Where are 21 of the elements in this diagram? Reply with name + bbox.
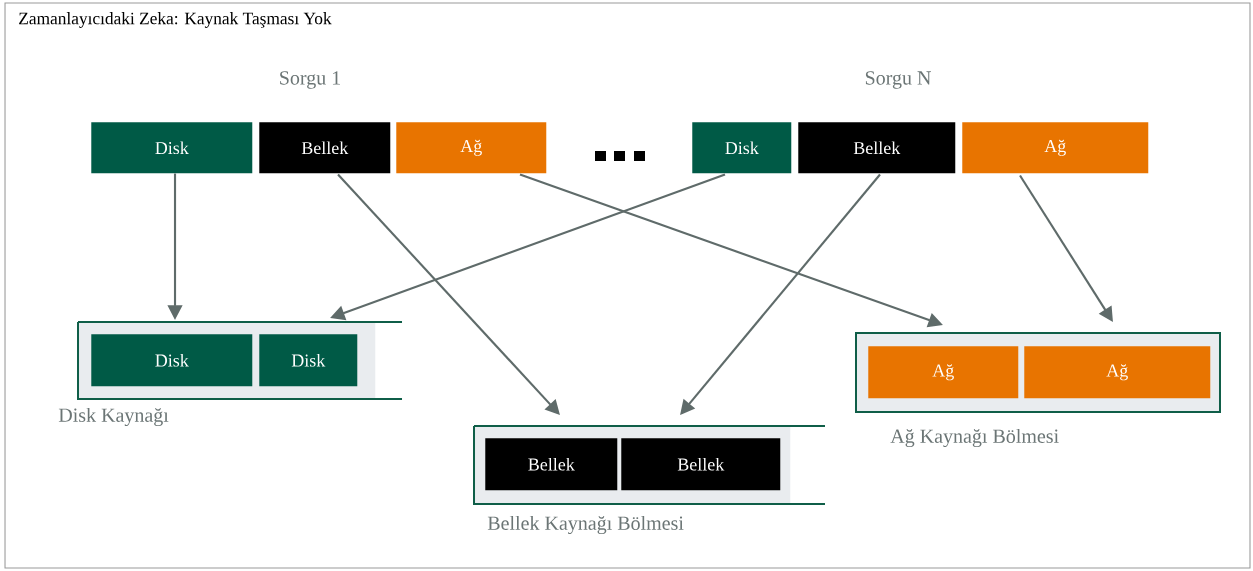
title: Zamanlayıcıdaki Zeka: Kaynak Taşması Yok xyxy=(19,12,332,28)
node-label: Ağ Kaynağı Bölmesi xyxy=(890,428,1059,448)
resource-box: Bellek xyxy=(621,438,781,491)
node-label: Disk Kaynağı xyxy=(58,407,169,427)
resource-box: Ağ xyxy=(1024,346,1211,399)
resource-box: Bellek xyxy=(485,438,618,491)
resource-box: Bellek xyxy=(259,122,391,174)
arrow xyxy=(1019,174,1113,322)
resource-box: Bellek xyxy=(798,122,956,174)
query-label: Sorgu 1 xyxy=(280,71,340,89)
resource-box: Disk xyxy=(91,334,253,387)
resource-box: Ağ xyxy=(868,346,1019,399)
resource-box: Disk xyxy=(692,122,792,174)
resource-box: Disk xyxy=(259,334,358,387)
query-label: Sorgu N xyxy=(865,71,931,89)
arrow xyxy=(680,173,881,415)
arrow xyxy=(337,173,560,415)
resource-box: Disk xyxy=(91,122,253,174)
resource-box: Ağ xyxy=(962,122,1149,174)
node-label: Bellek Kaynağı Bölmesi xyxy=(487,515,684,535)
resource-box: Ağ xyxy=(396,122,547,174)
